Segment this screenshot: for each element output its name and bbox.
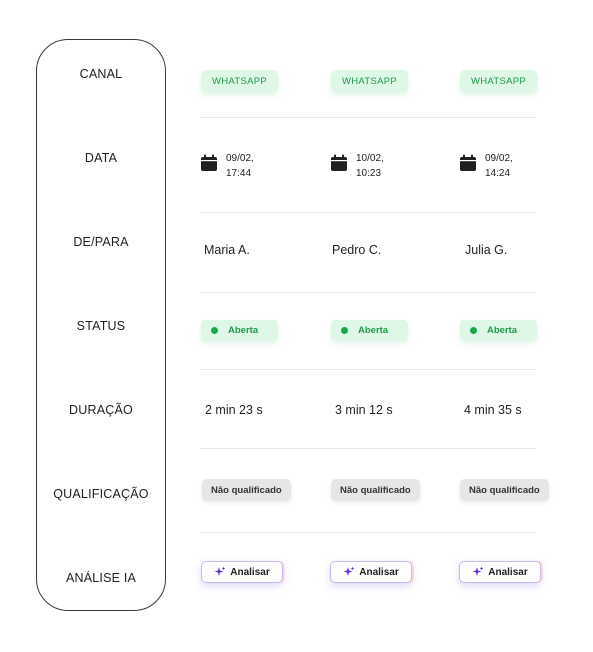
- date-text: 10/02,10:23: [356, 153, 384, 179]
- contact-name: Julia G.: [465, 243, 508, 257]
- status-dot-icon: [470, 327, 477, 334]
- row-divider: [200, 212, 536, 213]
- date-cell: 09/02,17:44: [200, 151, 254, 181]
- row-divider: [200, 292, 536, 293]
- status-badge: Aberta: [201, 320, 278, 341]
- duration-value: 3 min 12 s: [335, 403, 393, 417]
- analyze-button[interactable]: Analisar: [330, 561, 412, 583]
- date-text: 09/02,17:44: [226, 153, 254, 179]
- qualification-badge: Não qualificado: [202, 479, 291, 501]
- date-cell: 09/02,14:24: [459, 151, 513, 181]
- contact-name: Maria A.: [204, 243, 250, 257]
- row-divider: [200, 532, 536, 533]
- analyze-button[interactable]: Analisar: [201, 561, 283, 583]
- date-cell: 10/02,10:23: [330, 151, 384, 181]
- channel-badge: WHATSAPP: [331, 70, 408, 92]
- sparkle-icon: [472, 566, 484, 576]
- sparkle-icon: [214, 566, 226, 576]
- status-text: Aberta: [487, 325, 518, 336]
- analyze-button-label: Analisar: [359, 566, 399, 578]
- date-text: 09/02,14:24: [485, 153, 513, 179]
- analyze-button-label: Analisar: [488, 566, 528, 578]
- header-column: CANAL DATA DE/PARA STATUS DURAÇÃO QUALIF…: [36, 39, 166, 611]
- status-dot-icon: [341, 327, 348, 334]
- calendar-icon: [201, 154, 217, 171]
- calendar-icon: [331, 154, 347, 171]
- row-divider: [200, 369, 536, 370]
- channel-badge: WHATSAPP: [460, 70, 537, 92]
- header-duracao: DURAÇÃO: [69, 403, 133, 417]
- analyze-button[interactable]: Analisar: [459, 561, 541, 583]
- status-text: Aberta: [228, 325, 259, 336]
- contact-name: Pedro C.: [332, 243, 382, 257]
- status-badge: Aberta: [331, 320, 408, 341]
- header-canal: CANAL: [79, 67, 123, 81]
- calendar-icon: [460, 154, 476, 171]
- status-text: Aberta: [358, 325, 389, 336]
- duration-value: 4 min 35 s: [464, 403, 522, 417]
- duration-value: 2 min 23 s: [205, 403, 263, 417]
- qualification-badge: Não qualificado: [460, 479, 549, 501]
- header-qualificacao: QUALIFICAÇÃO: [53, 487, 149, 501]
- header-status: STATUS: [76, 319, 126, 333]
- header-analise-ia: ANÁLISE IA: [65, 571, 137, 585]
- header-de-para: DE/PARA: [73, 235, 129, 249]
- channel-badge: WHATSAPP: [201, 70, 278, 92]
- header-data: DATA: [84, 151, 118, 165]
- status-badge: Aberta: [460, 320, 537, 341]
- row-divider: [200, 448, 536, 449]
- status-dot-icon: [211, 327, 218, 334]
- sparkle-icon: [343, 566, 355, 576]
- row-divider: [200, 117, 536, 118]
- qualification-badge: Não qualificado: [331, 479, 420, 501]
- analyze-button-label: Analisar: [230, 566, 270, 578]
